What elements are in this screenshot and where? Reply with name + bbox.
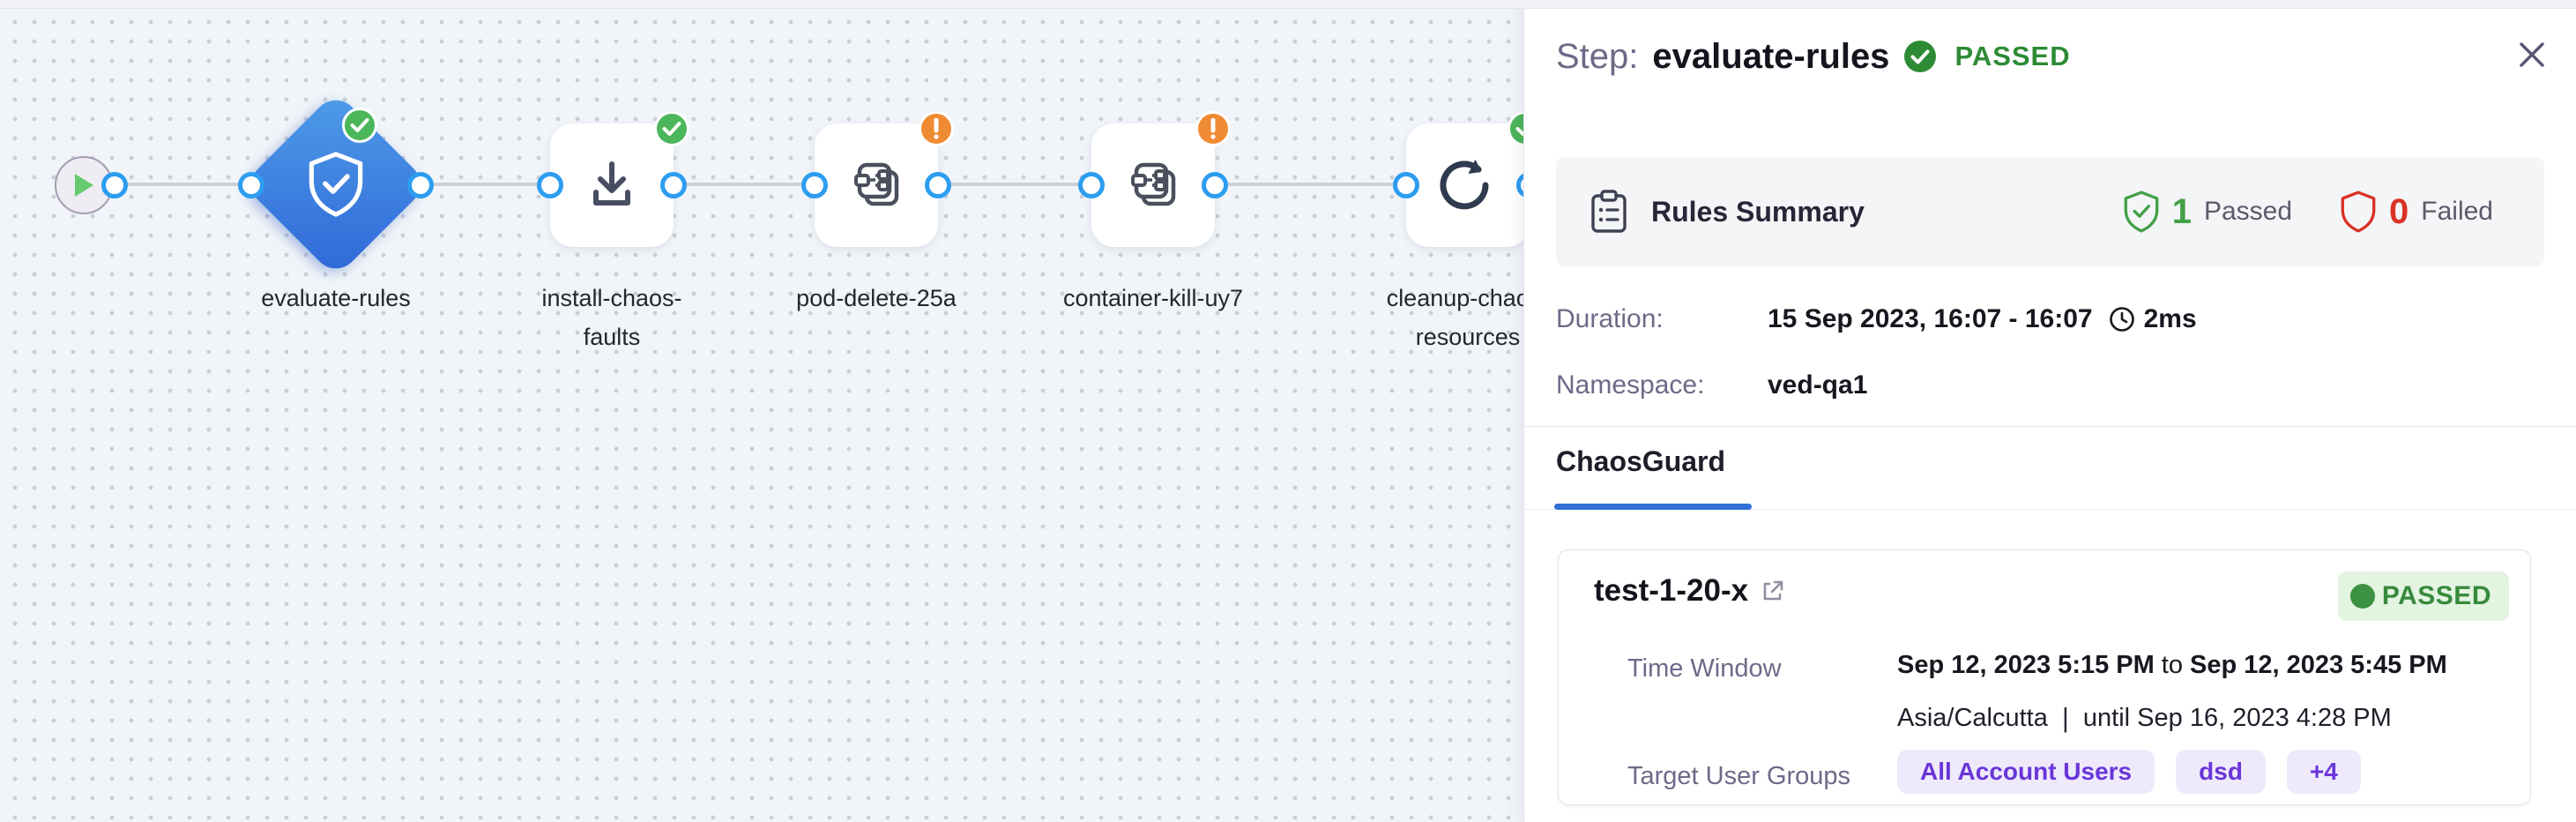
- port-container-in: [1078, 172, 1105, 198]
- guard-name: test-1-20-x: [1594, 573, 1749, 608]
- top-strip: [0, 0, 2576, 9]
- tab-bar-border: [1524, 509, 2576, 510]
- node-cleanup-chaos-resources[interactable]: [1406, 123, 1530, 247]
- failed-count: 0: [2389, 191, 2409, 231]
- guard-status-badge: PASSED: [2337, 572, 2509, 621]
- node-evaluate-rules[interactable]: [242, 90, 430, 279]
- shield-check-icon: [309, 152, 363, 217]
- port-container-out: [1202, 172, 1228, 198]
- port-start-out: [101, 172, 128, 198]
- rules-summary-band: Rules Summary 1 Passed 0 Failed: [1556, 157, 2544, 266]
- tag-dsd: dsd: [2176, 750, 2266, 794]
- tab-chaosguard[interactable]: ChaosGuard: [1556, 445, 1726, 477]
- node-label-container-kill-uy7: container-kill-uy7: [1062, 285, 1244, 311]
- passed-label: Passed: [2203, 197, 2293, 226]
- active-tab-indicator: [1554, 504, 1752, 510]
- node-container-kill-uy7[interactable]: [1091, 123, 1215, 247]
- clock-icon: [2109, 307, 2134, 332]
- port-install-out: [660, 172, 687, 198]
- target-user-groups-tags: All Account Users dsd +4: [1897, 750, 2361, 794]
- chaos-fault-icon: [854, 162, 899, 206]
- node-label-pod-delete-25a: pod-delete-25a: [796, 285, 957, 311]
- status-dot-icon: [2349, 584, 2375, 609]
- external-link-icon[interactable]: [1761, 579, 1785, 603]
- time-window-label: Time Window: [1627, 654, 1782, 683]
- download-icon: [593, 161, 630, 206]
- warning-badge-icon: [919, 111, 954, 146]
- clipboard-icon: [1591, 190, 1627, 233]
- close-button[interactable]: [2513, 35, 2551, 74]
- port-install-in: [537, 172, 563, 198]
- shield-pass-icon: [2124, 191, 2159, 233]
- chaosguard-card: test-1-20-x PASSED Time Window Sep 12, 2…: [1558, 549, 2531, 805]
- duration-value: 15 Sep 2023, 16:07 - 16:07: [1768, 304, 2093, 333]
- step-prefix: Step:: [1556, 36, 1639, 76]
- shield-fail-icon: [2341, 191, 2376, 233]
- timezone-line: Asia/Calcutta | until Sep 16, 2023 4:28 …: [1897, 702, 2392, 734]
- elapsed-value: 2ms: [2143, 304, 2197, 333]
- target-user-groups-label: Target User Groups: [1627, 762, 1851, 790]
- until-value: until Sep 16, 2023 4:28 PM: [2082, 703, 2392, 732]
- port-evaluate-out: [407, 172, 434, 198]
- play-icon: [75, 174, 93, 197]
- port-pod-in: [801, 172, 828, 198]
- tag-more-count[interactable]: +4: [2286, 750, 2361, 794]
- namespace-row: Namespace: ved-qa1: [1556, 370, 1867, 400]
- node-install-chaos-faults[interactable]: [550, 123, 674, 247]
- node-label-install-chaos-faults: install-chaos- faults: [541, 285, 682, 350]
- chaos-fault-icon: [1131, 162, 1176, 206]
- rules-summary-counts: 1 Passed 0 Failed: [2121, 190, 2493, 234]
- pipe-divider: |: [2061, 702, 2069, 733]
- panel-header: Step: evaluate-rules PASSED: [1556, 30, 2497, 83]
- step-details-panel: Step: evaluate-rules PASSED Rules Summar…: [1523, 0, 2576, 822]
- check-badge-icon: [654, 111, 689, 146]
- step-name: evaluate-rules: [1652, 36, 1890, 76]
- rules-summary-title: Rules Summary: [1651, 195, 1865, 228]
- duration-label: Duration:: [1556, 304, 1664, 333]
- timezone-value: Asia/Calcutta: [1897, 703, 2048, 732]
- port-evaluate-in: [238, 172, 264, 198]
- node-label-evaluate-rules: evaluate-rules: [261, 285, 411, 311]
- check-badge-icon: [342, 108, 377, 143]
- close-icon: [2520, 42, 2544, 67]
- port-cleanup-in: [1393, 172, 1419, 198]
- port-pod-out: [925, 172, 951, 198]
- namespace-label: Namespace:: [1556, 370, 1705, 400]
- passed-count: 1: [2171, 191, 2192, 231]
- namespace-value: ved-qa1: [1768, 370, 1868, 400]
- check-circle-icon: [1904, 41, 1937, 72]
- tag-all-account-users: All Account Users: [1897, 750, 2155, 794]
- node-label-cleanup-chaos-resources: cleanup-chaos- resources: [1386, 285, 1550, 350]
- warning-badge-icon: [1195, 111, 1231, 146]
- retry-icon: [1440, 160, 1489, 210]
- guard-status-text: PASSED: [2381, 581, 2491, 610]
- divider: [1524, 426, 2576, 427]
- failed-label: Failed: [2421, 197, 2493, 226]
- step-status-badge: PASSED: [1954, 41, 2071, 71]
- duration-row: Duration: 15 Sep 2023, 16:07 - 16:07 2ms: [1556, 304, 2197, 334]
- node-pod-delete-25a[interactable]: [815, 123, 938, 247]
